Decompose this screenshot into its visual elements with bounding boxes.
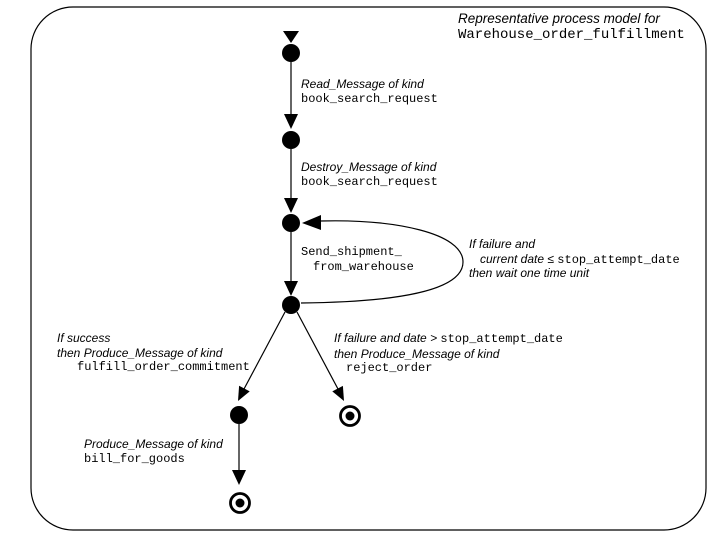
success-branch-label: If success then Produce_Message of kind … — [57, 331, 250, 375]
state-node-2 — [282, 131, 300, 149]
failure-kind: reject_order — [346, 361, 433, 375]
destroy-action: Destroy_Message of kind — [301, 160, 437, 174]
failure-line1-condition: If failure and date > — [334, 331, 441, 345]
destroy-transition-label: Destroy_Message of kind book_search_requ… — [301, 160, 438, 189]
diagram-title-model-name: Warehouse_order_fulfillment — [458, 27, 685, 43]
retry-line2-condition: current date ≤ — [480, 251, 558, 266]
retry-line2: current date ≤ stop_attempt_date — [469, 252, 680, 268]
bill-action: Produce_Message of kind — [84, 437, 223, 451]
state-node-3 — [282, 214, 300, 232]
diagram-title: Representative process model for Warehou… — [458, 11, 685, 43]
arrowhead-failure-icon — [332, 385, 344, 401]
send-action-line1: Send_shipment_ — [301, 245, 402, 259]
retry-condition-label: If failure and current date ≤ stop_attem… — [469, 237, 680, 281]
bill-kind: bill_for_goods — [84, 451, 185, 466]
arrowhead-send-icon — [284, 281, 298, 296]
failure-line1: If failure and date > stop_attempt_date — [334, 331, 563, 347]
arrow-success — [243, 311, 286, 390]
success-kind: fulfill_order_commitment — [77, 360, 250, 374]
read-kind: book_search_request — [301, 91, 438, 106]
destroy-kind: book_search_request — [301, 174, 438, 189]
retry-line1: If failure and — [469, 237, 536, 251]
diagram-border — [30, 6, 707, 531]
retry-line3: then wait one time unit — [469, 266, 590, 280]
arrowhead-bill-icon — [232, 470, 246, 485]
bill-transition-label: Produce_Message of kind bill_for_goods — [84, 437, 223, 466]
send-action-line2: from_warehouse — [313, 259, 414, 274]
read-action: Read_Message of kind — [301, 77, 424, 91]
read-transition-label: Read_Message of kind book_search_request — [301, 77, 438, 106]
success-line1: If success — [57, 331, 111, 345]
state-node-4 — [282, 296, 300, 314]
state-node-initial — [282, 44, 300, 62]
retry-loop-edge — [300, 220, 464, 304]
arrowhead-read-icon — [284, 114, 298, 129]
diagram-title-caption: Representative process model for — [458, 11, 660, 26]
failure-line2: then Produce_Message of kind — [334, 346, 500, 361]
arrowhead-destroy-icon — [284, 198, 298, 213]
start-arrow-icon — [283, 31, 299, 43]
send-transition-label: Send_shipment_ from_warehouse — [301, 245, 414, 274]
success-line2: then Produce_Message of kind — [57, 345, 223, 360]
failure-branch-label: If failure and date > stop_attempt_date … — [334, 331, 563, 376]
final-state-fulfilled-core — [235, 498, 245, 508]
arrowhead-retry-icon — [302, 215, 321, 230]
arrowhead-success-icon — [238, 385, 250, 401]
final-state-reject-core — [345, 411, 355, 421]
failure-line1-value: stop_attempt_date — [440, 332, 563, 346]
state-node-5 — [230, 406, 248, 424]
retry-line2-value: stop_attempt_date — [557, 252, 680, 267]
arrow-failure — [296, 311, 339, 390]
